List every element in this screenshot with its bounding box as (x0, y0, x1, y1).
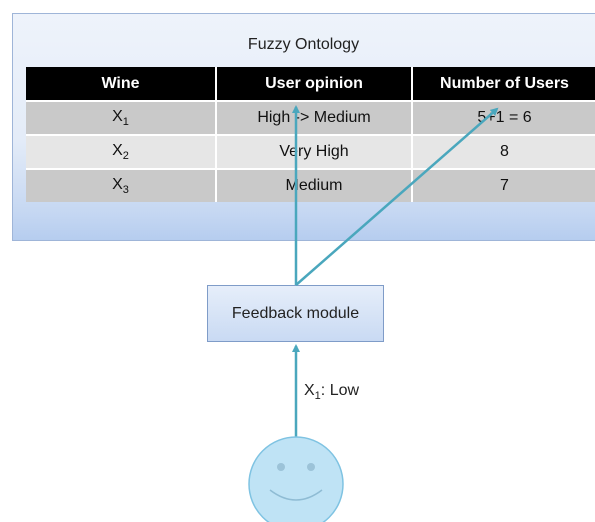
feedback-module-box: Feedback module (207, 285, 384, 342)
column-header-user-opinion: User opinion (216, 67, 413, 101)
smiley-face-icon (248, 436, 344, 522)
wine-cell: X2 (26, 134, 217, 169)
column-header-number-of-users: Number of Users (412, 67, 595, 101)
opinion-cell: Medium (216, 168, 413, 202)
wine-cell: X3 (26, 168, 217, 202)
ontology-table: Wine User opinion Number of Users X1 Hig… (26, 67, 595, 202)
opinion-cell: High -> Medium (216, 100, 413, 135)
wine-cell: X1 (26, 100, 217, 135)
table-row: X3 Medium 7 (26, 168, 595, 202)
opinion-cell: Very High (216, 134, 413, 169)
arrow-feedback-to-users-count (295, 107, 499, 286)
table-row: X2 Very High 8 (26, 134, 595, 169)
table-header-row: Wine User opinion Number of Users (26, 67, 595, 101)
users-cell: 5+1 = 6 (412, 100, 595, 135)
users-cell: 8 (412, 134, 595, 169)
column-header-wine: Wine (26, 67, 217, 101)
user-input-label: X1: Low (304, 382, 360, 403)
users-cell: 7 (412, 168, 595, 202)
feedback-module-label: Feedback module (231, 304, 360, 322)
panel-title: Fuzzy Ontology (247, 36, 360, 53)
table-row: X1 High -> Medium 5+1 = 6 (26, 100, 595, 135)
